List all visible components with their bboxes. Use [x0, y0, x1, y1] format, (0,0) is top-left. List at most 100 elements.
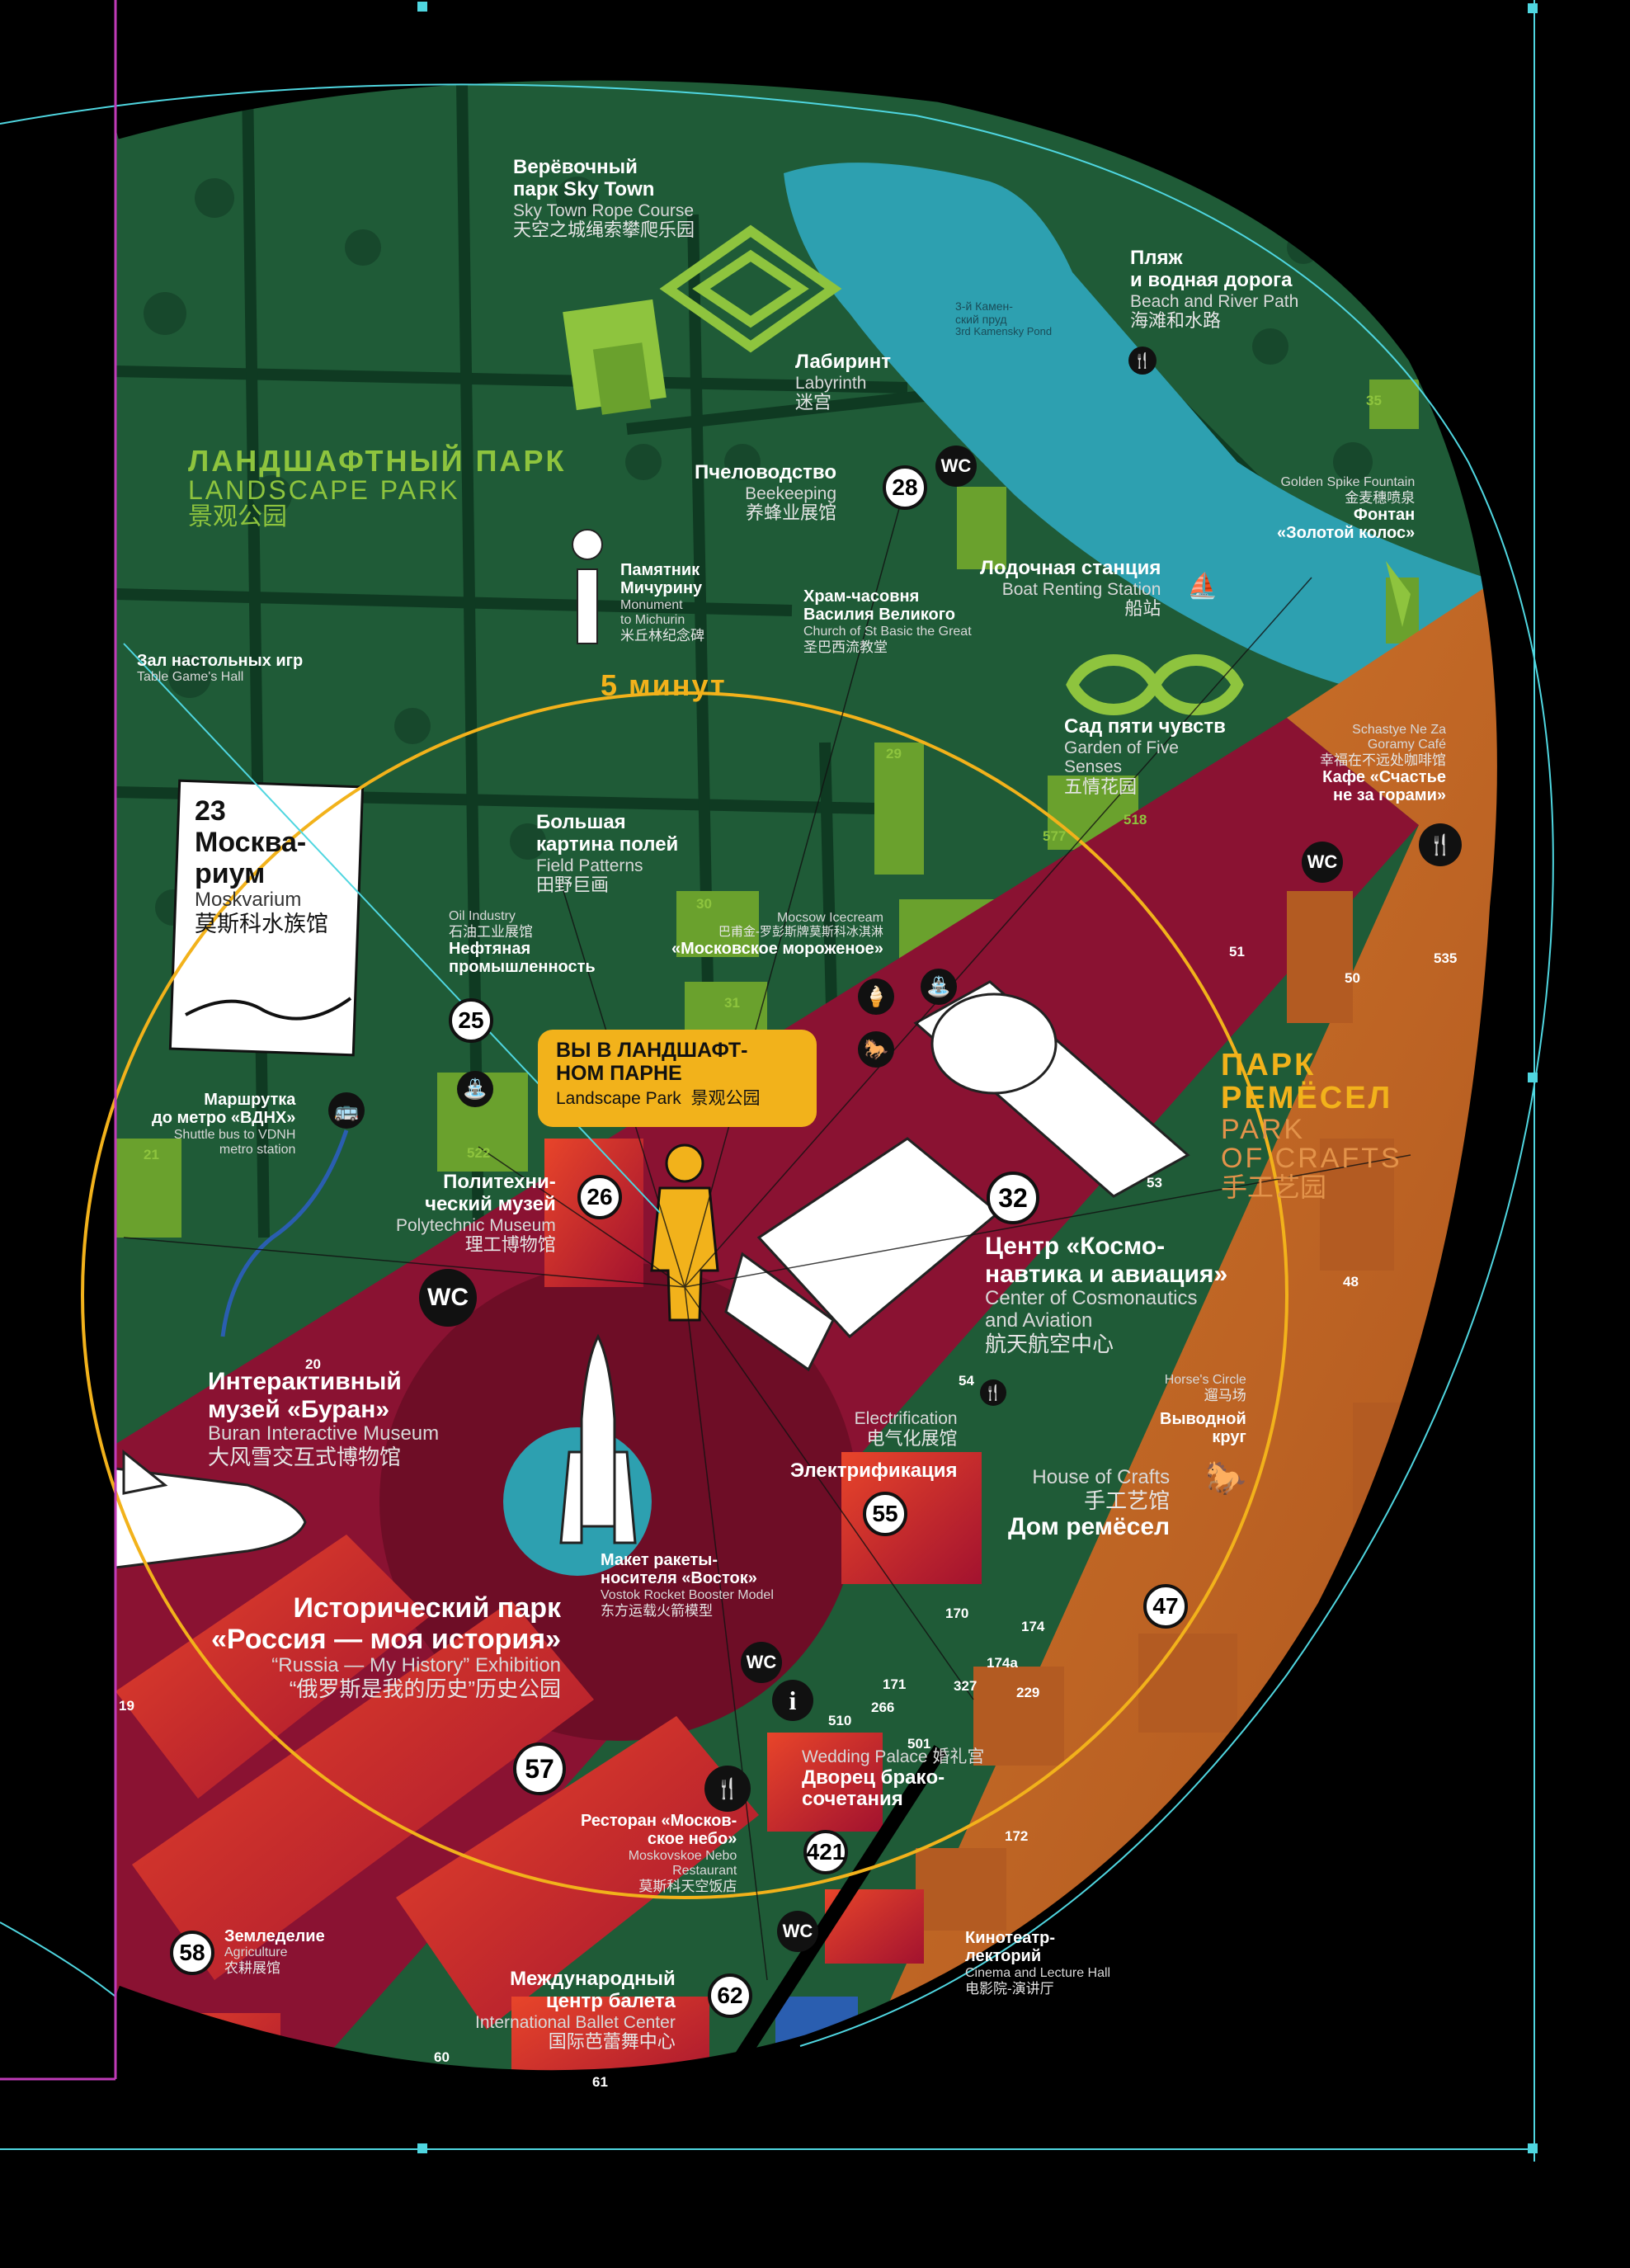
building-number: 266	[871, 1700, 895, 1715]
boats-ru: Лодочная станция	[980, 557, 1161, 579]
label-electrification[interactable]: Electrification 电气化展馆 Электрификация	[790, 1409, 958, 1483]
fountain-icon[interactable]: ⛲	[921, 969, 957, 1005]
wc-icon[interactable]: WC	[741, 1642, 782, 1683]
ballet-ru1: Международный	[510, 1968, 676, 1990]
label-fountain[interactable]: Golden Spike Fountain 金麦穗喷泉 Фонтан «Золо…	[1277, 475, 1415, 543]
wc-icon[interactable]: WC	[777, 1911, 818, 1952]
building-number: 54	[959, 1373, 974, 1389]
label-polytech[interactable]: Политехни- ческий музей Polytechnic Muse…	[396, 1171, 556, 1256]
label-oil[interactable]: Oil Industry 石油工业展馆 Нефтяная промышленно…	[449, 909, 596, 977]
info-icon[interactable]: i	[772, 1680, 813, 1721]
badge-agriculture[interactable]: 58	[170, 1931, 214, 1975]
fields-zh: 田野巨画	[536, 875, 610, 896]
building-number: 21	[144, 1147, 159, 1162]
label-church[interactable]: Храм-часовня Василия Великого Church of …	[803, 587, 972, 655]
label-ballet[interactable]: Международный центр балета International…	[475, 1968, 676, 2053]
label-vostok[interactable]: Макет ракеты- носителя «Восток» Vostok R…	[601, 1551, 774, 1619]
label-moskvarium[interactable]: 23 Москва- риум Moskvarium 莫斯科水族馆	[195, 795, 328, 936]
building-number: 327	[954, 1678, 978, 1694]
cinema-zh: 电影院-演讲厅	[965, 1980, 1054, 1997]
wc-icon[interactable]: WC	[935, 446, 977, 487]
label-cosmos[interactable]: Центр «Космо- навтика и авиация» Center …	[985, 1233, 1227, 1356]
label-boats[interactable]: Лодочная станция Boat Renting Station 船站	[980, 557, 1161, 620]
restaurant-icon[interactable]: 🍴	[704, 1766, 751, 1812]
vostok-ru1: Макет ракеты-	[601, 1551, 718, 1569]
label-cinema[interactable]: Кинотеатр- лекторий Cinema and Lecture H…	[965, 1929, 1110, 1997]
badge-history[interactable]: 57	[513, 1742, 566, 1795]
icecream-icon[interactable]: 🍦	[858, 978, 894, 1015]
label-wedding[interactable]: Wedding Palace 婚礼宫 Дворец бракo- сочетан…	[802, 1747, 984, 1811]
bus-icon[interactable]: 🚌	[328, 1092, 365, 1129]
badge-oil[interactable]: 25	[449, 998, 493, 1043]
building-number: 50	[1345, 970, 1360, 986]
badge-crafts-house[interactable]: 47	[1143, 1584, 1188, 1629]
boardgames-en: Table Game's Hall	[137, 670, 244, 685]
label-boardgames[interactable]: Зал настольных игр Table Game's Hall	[137, 652, 303, 685]
crafts-house-en: House of Crafts	[1032, 1466, 1171, 1488]
cosmos-en1: Center of Cosmonautics	[985, 1287, 1198, 1310]
label-skytown[interactable]: Верёвочный парк Sky Town Sky Town Rope C…	[513, 156, 695, 241]
fountain-icon[interactable]: ⛲	[457, 1071, 493, 1107]
label-horses[interactable]: Horse's Circle 遛马场 Выводной круг	[1160, 1373, 1246, 1447]
electrification-en: Electrification	[854, 1409, 958, 1428]
michurin-ru2: Мичурину	[620, 579, 703, 598]
label-beach[interactable]: Пляж и водная дорога Beach and River Pat…	[1130, 247, 1298, 332]
wc-icon[interactable]: WC	[419, 1269, 477, 1327]
label-crafts-house[interactable]: House of Crafts 手工艺馆 Дом ремёсел	[1008, 1466, 1171, 1541]
building-number: 30	[696, 896, 712, 912]
label-icecream[interactable]: Mocsow Icecream 巴甫金-罗彭斯牌莫斯科冰淇淋 «Московск…	[671, 911, 883, 958]
badge-electrification[interactable]: 55	[863, 1492, 907, 1536]
zone-landscape-zh: 景观公园	[188, 503, 287, 531]
badge-wedding[interactable]: 421	[803, 1830, 848, 1874]
moskvarium-ru2: риум	[195, 858, 266, 890]
horse-icon[interactable]: 🐎	[858, 1031, 894, 1068]
label-fields[interactable]: Большая картина полей Field Patterns 田野巨…	[536, 811, 678, 896]
building-number: 577	[1043, 828, 1067, 844]
electrification-zh: 电气化展馆	[866, 1427, 958, 1449]
labyrinth-ru: Лабиринт	[795, 351, 892, 373]
badge-ballet[interactable]: 62	[708, 1973, 752, 2018]
badge-cosmos[interactable]: 32	[987, 1172, 1039, 1224]
wedding-zh: 婚礼宫	[932, 1747, 985, 1766]
moskvarium-en: Moskvarium	[195, 889, 302, 912]
label-beekeeping[interactable]: Пчеловодство Beekeeping 养蜂业展馆	[695, 461, 836, 524]
ballet-zh: 国际芭蕾舞中心	[548, 2031, 676, 2053]
moskvarium-ru1: Москва-	[195, 827, 307, 859]
label-senses[interactable]: Сад пяти чувств Garden of Five Senses 五情…	[1064, 715, 1226, 798]
wc-icon[interactable]: WC	[1302, 842, 1343, 883]
cosmos-ru2: навтика и авиация»	[985, 1260, 1228, 1288]
label-cafe[interactable]: Schastye Ne Za Goramy Café 幸福在不远处咖啡馆 Каф…	[1320, 723, 1446, 805]
history-zh: “俄罗斯是我的历史”历史公园	[289, 1676, 562, 1702]
senses-ru: Сад пяти чувств	[1064, 715, 1226, 738]
restaurant-icon[interactable]: 🍴	[980, 1379, 1006, 1406]
label-buran[interactable]: Интерактивный музей «Буран» Buran Intera…	[208, 1368, 439, 1469]
badge-polytech[interactable]: 26	[577, 1175, 622, 1219]
beach-ru1: Пляж	[1130, 247, 1183, 269]
zone-crafts-ru1: ПАРК	[1221, 1048, 1317, 1082]
boat-icon[interactable]: ⛵	[1187, 572, 1218, 600]
label-bus[interactable]: Маршрутка до метро «ВДНХ» Shuttle bus to…	[152, 1091, 295, 1158]
badge-beekeeping[interactable]: 28	[883, 465, 927, 510]
building-number: 60	[434, 2049, 450, 2065]
restaurant-ru2: ское небо»	[647, 1830, 737, 1849]
label-michurin[interactable]: Памятник Мичурину Monument to Michurin 米…	[620, 561, 704, 644]
fields-ru1: Большая	[536, 811, 626, 833]
building-number: 518	[1124, 812, 1147, 828]
restaurant-icon[interactable]: 🍴	[1128, 347, 1157, 375]
label-restaurant[interactable]: Ресторан «Москов- ское небо» Moskovskoe …	[581, 1812, 737, 1894]
history-en: “Russia — My History” Exhibition	[271, 1654, 562, 1677]
label-labyrinth[interactable]: Лабиринт Labyrinth 迷宫	[795, 351, 891, 413]
moskvarium-num: 23	[195, 795, 226, 827]
polytech-ru2: ческий музей	[425, 1192, 556, 1215]
label-history[interactable]: Исторический парк «Россия — моя история»…	[211, 1592, 561, 1701]
fountain-ru1: Фонтан	[1353, 505, 1416, 524]
horse-icon[interactable]: 🐎	[1205, 1459, 1246, 1497]
restaurant-icon[interactable]: 🍴	[1419, 823, 1462, 866]
label-agriculture[interactable]: Земледелие Agriculture 农耕展馆	[224, 1927, 325, 1976]
vostok-en: Vostok Rocket Booster Model	[601, 1587, 774, 1602]
buran-zh: 大风雪交互式博物馆	[208, 1445, 402, 1470]
michurin-en1: Monument	[620, 597, 683, 612]
building-number: 171	[883, 1676, 907, 1692]
you-are-here-bubble: ВЫ В ЛАНДШАФТ- НОМ ПАРНЕ Landscape Park …	[538, 1030, 817, 1127]
fountain-zh: 金麦穗喷泉	[1345, 489, 1416, 506]
